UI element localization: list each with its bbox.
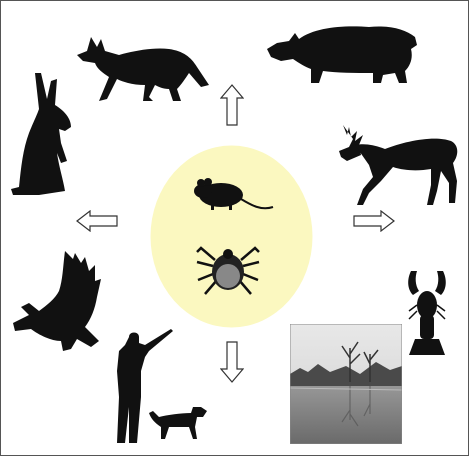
river-landscape-photo <box>290 324 402 444</box>
eagle-icon <box>11 249 103 355</box>
hunter-with-dog-icon <box>111 327 209 445</box>
arrow-up-icon <box>220 84 244 126</box>
deer-icon <box>335 121 463 207</box>
wild-boar-icon <box>265 21 419 87</box>
arrow-right-icon <box>353 210 395 232</box>
tick-icon <box>193 238 263 300</box>
rabbit-icon <box>9 71 79 199</box>
crayfish-icon <box>405 269 449 357</box>
coyote-icon <box>73 29 211 103</box>
mouse-icon <box>191 171 276 219</box>
arrow-down-icon <box>220 341 244 383</box>
arrow-left-icon <box>76 210 118 232</box>
